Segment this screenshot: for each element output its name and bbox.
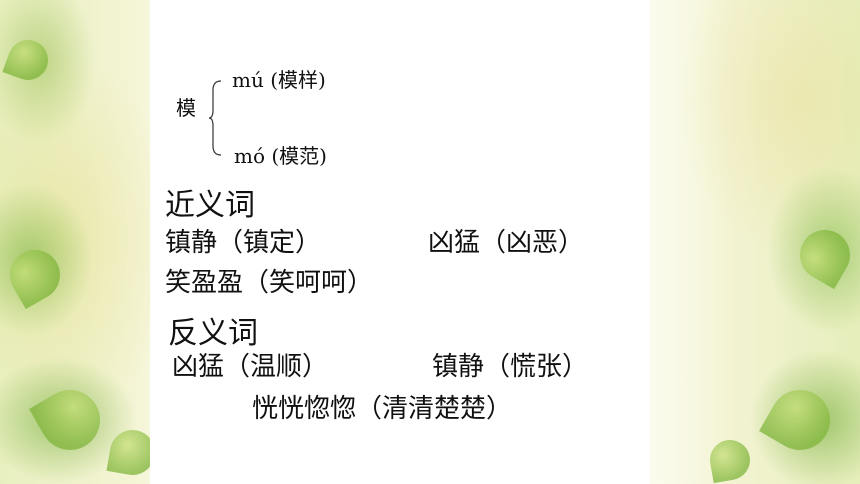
reading-mu: mú (模样) [232, 68, 326, 92]
synonym-pair-2: 凶猛（凶恶） [428, 228, 585, 258]
brace-icon [208, 80, 222, 156]
reading-mo: mó (模范) [234, 144, 327, 168]
antonym-pair-1: 凶猛（温顺） [172, 352, 329, 382]
antonym-pair-3: 恍恍惚惚（清清楚楚） [252, 394, 513, 424]
antonym-pair-2: 镇静（慌张） [432, 352, 589, 382]
leaf-icon [759, 379, 841, 461]
content-panel [150, 0, 650, 484]
right-leaf-decoration [650, 0, 860, 484]
synonym-pair-3: 笑盈盈（笑呵呵） [165, 268, 374, 298]
synonyms-heading: 近义词 [165, 188, 255, 223]
antonyms-heading: 反义词 [168, 316, 258, 351]
leaf-icon [29, 379, 111, 461]
synonym-pair-1: 镇静（镇定） [165, 228, 322, 258]
polyphone-char: 模 [176, 96, 196, 120]
leaf-icon [790, 220, 860, 290]
leaf-icon [706, 436, 754, 484]
leaf-icon [2, 34, 54, 86]
leaf-icon [0, 240, 70, 310]
